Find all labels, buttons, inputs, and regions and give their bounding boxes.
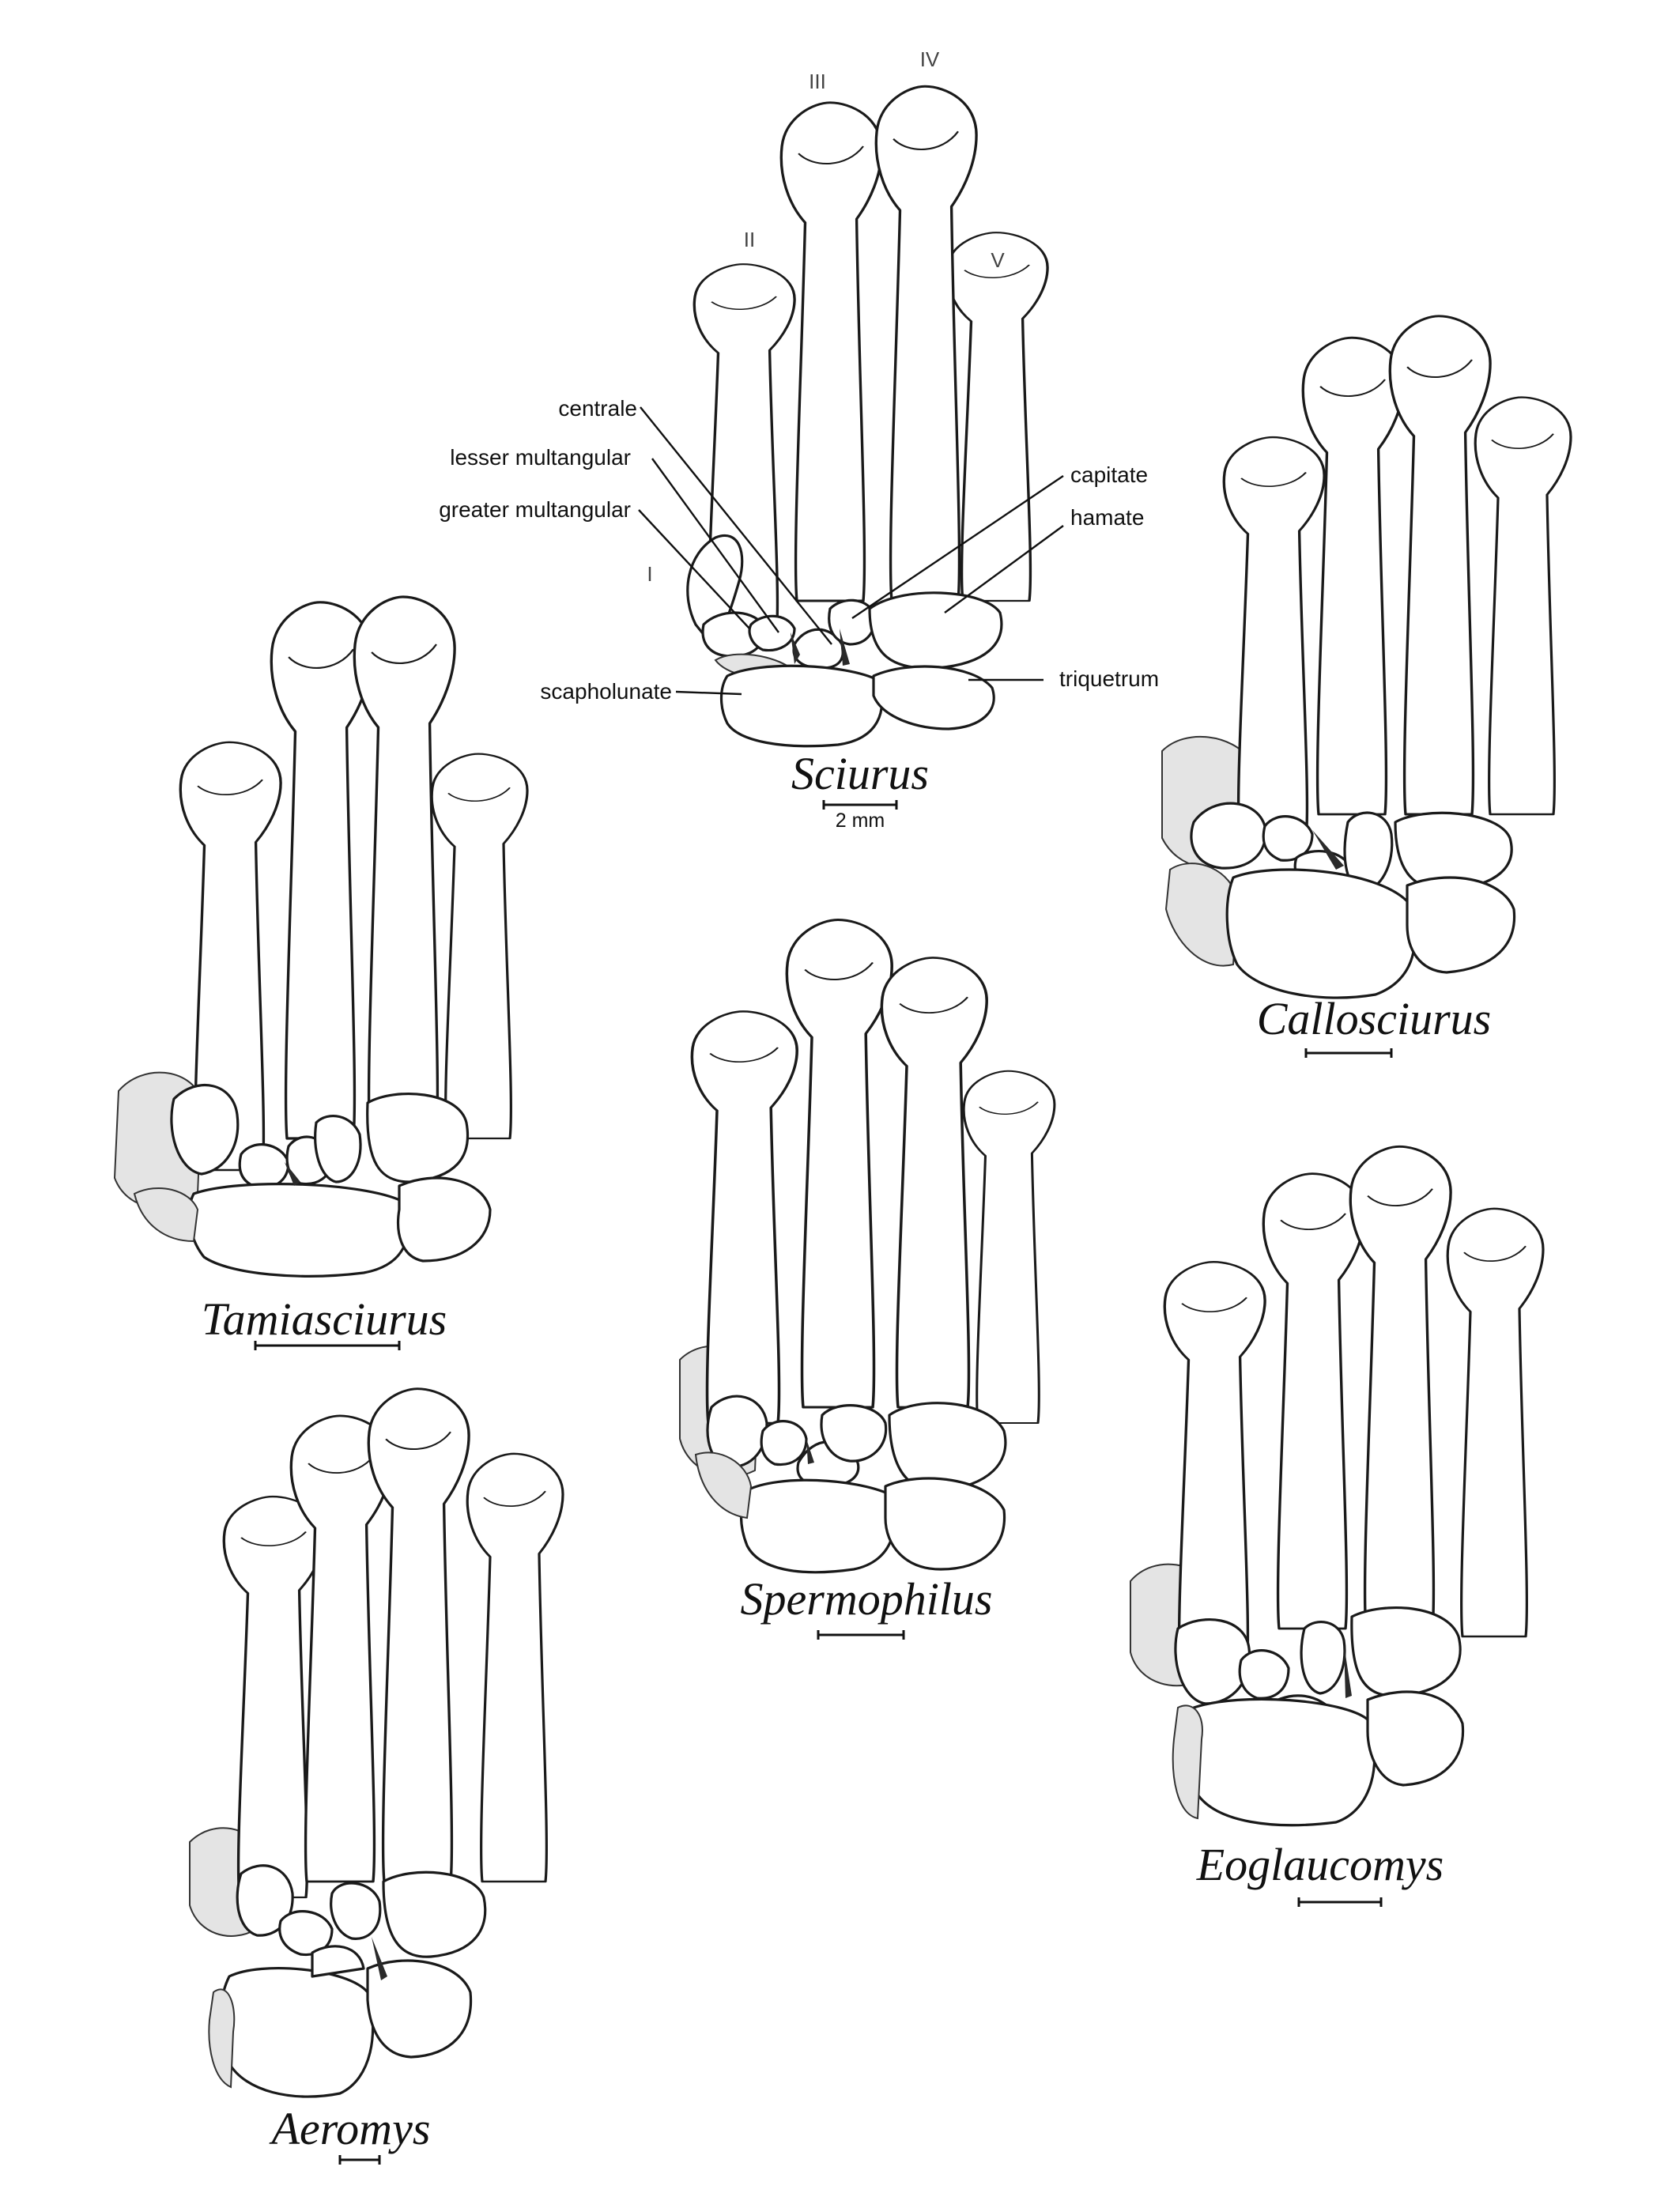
hamate-bone <box>888 1402 1007 1492</box>
metacarpal-iv <box>1349 1145 1452 1630</box>
metacarpal-ii <box>1222 436 1326 840</box>
metacarpal-ii <box>690 1010 798 1425</box>
scale-bar-aeromys <box>338 2155 381 2165</box>
taxon-label-sciurus: Sciurus <box>791 748 929 799</box>
metacarpal-v <box>1446 1207 1545 1638</box>
metacarpal-iv <box>367 1387 470 1883</box>
triquetrum-bone <box>872 665 995 730</box>
bone-label-leaders <box>638 406 1064 696</box>
metacarpal-v <box>430 753 529 1140</box>
scapholunate-bone <box>219 1966 375 2098</box>
metacarpal-v <box>1474 395 1572 816</box>
taxon-label-callosciurus: Callosciurus <box>1257 993 1492 1044</box>
digit-label-i: I <box>647 562 652 586</box>
hamate-bone <box>1394 811 1513 891</box>
capitate-bone <box>1300 1621 1346 1695</box>
metacarpal-iii <box>779 101 883 602</box>
digit-label-v: V <box>991 248 1005 272</box>
scapholunate-bone <box>1225 868 1417 999</box>
hamate-bone <box>311 1945 365 1978</box>
scale-bar-eoglaucomys <box>1297 1897 1383 1907</box>
metacarpal-iii <box>1301 336 1405 816</box>
scapholunate-bone <box>739 1478 896 1574</box>
label-greater-multangular: greater multangular <box>439 497 631 522</box>
label-hamate: hamate <box>1070 505 1144 530</box>
capitate-bone <box>820 1404 888 1463</box>
label-centrale: centrale <box>558 396 637 421</box>
scapholunate-bone <box>1183 1697 1376 1827</box>
metacarpal-iv <box>880 956 988 1409</box>
metacarpal-ii <box>1163 1260 1266 1670</box>
digit-label-ii: II <box>744 228 755 251</box>
hand-aeromys <box>189 1387 564 2098</box>
metacarpal-v <box>962 1070 1056 1425</box>
capitate-bone <box>314 1115 362 1183</box>
scale-bar-sciurus <box>822 800 898 810</box>
capitate-bone <box>382 1870 487 1958</box>
label-capitate: capitate <box>1070 462 1148 487</box>
greater-multangular-bone <box>1190 802 1267 870</box>
centrale-bone <box>330 1882 382 1940</box>
label-scapholunate: scapholunate <box>540 679 672 704</box>
metacarpal-v <box>466 1452 564 1883</box>
greater-multangular-bone <box>706 1395 768 1469</box>
scale-label: 2 mm <box>836 810 885 832</box>
triquetrum-bone <box>1366 1690 1465 1787</box>
lesser-multangular-bone <box>1238 1649 1290 1700</box>
metacarpal-iii <box>785 918 893 1409</box>
hand-callosciurus <box>1161 315 1572 999</box>
taxon-label-tamiasciurus: Tamiasciurus <box>202 1293 447 1345</box>
metacarpal-iii <box>1262 1172 1365 1630</box>
hamate-bone <box>868 591 1003 670</box>
digit-label-iv: IV <box>920 47 940 71</box>
label-triquetrum: triquetrum <box>1059 666 1159 691</box>
scale-bar-spermophilus <box>817 1630 905 1640</box>
hand-sciurus <box>686 85 1049 748</box>
lesser-multangular-bone <box>748 614 796 652</box>
metacarpal-iv <box>874 85 978 602</box>
taxon-label-spermophilus: Spermophilus <box>741 1573 993 1625</box>
greater-multangular-bone <box>170 1084 240 1176</box>
label-lesser-multangular: lesser multangular <box>450 445 631 470</box>
scale-bar-tamiasciurus <box>254 1341 401 1350</box>
metacarpal-iv <box>1388 315 1492 816</box>
hand-spermophilus <box>679 918 1056 1574</box>
triquetrum-bone <box>397 1176 492 1263</box>
hamate-bone <box>366 1092 470 1183</box>
taxon-label-eoglaucomys: Eoglaucomys <box>1196 1839 1444 1890</box>
metacarpal-iv <box>353 595 456 1140</box>
triquetrum-bone <box>1406 876 1516 974</box>
triquetrum-bone <box>366 1959 473 2059</box>
hamate-bone <box>1350 1606 1462 1697</box>
lesser-multangular-bone <box>760 1420 808 1466</box>
metacarpal-v <box>945 231 1049 602</box>
metacarpal-iii <box>289 1414 393 1883</box>
scapholunate-bone <box>187 1183 409 1278</box>
lesser-multangular-bone <box>238 1143 290 1190</box>
triquetrum-bone <box>884 1477 1006 1571</box>
centrale-bone <box>792 628 844 670</box>
digit-label-iii: III <box>809 70 826 93</box>
scale-bar-callosciurus <box>1304 1048 1393 1058</box>
capitate-bone <box>1343 811 1394 893</box>
greater-multangular-bone <box>1174 1618 1251 1705</box>
hand-tamiasciurus <box>113 595 529 1278</box>
hand-eoglaucomys <box>1130 1145 1545 1827</box>
scapholunate-bone <box>719 664 884 748</box>
taxon-label-aeromys: Aeromys <box>269 2103 431 2154</box>
